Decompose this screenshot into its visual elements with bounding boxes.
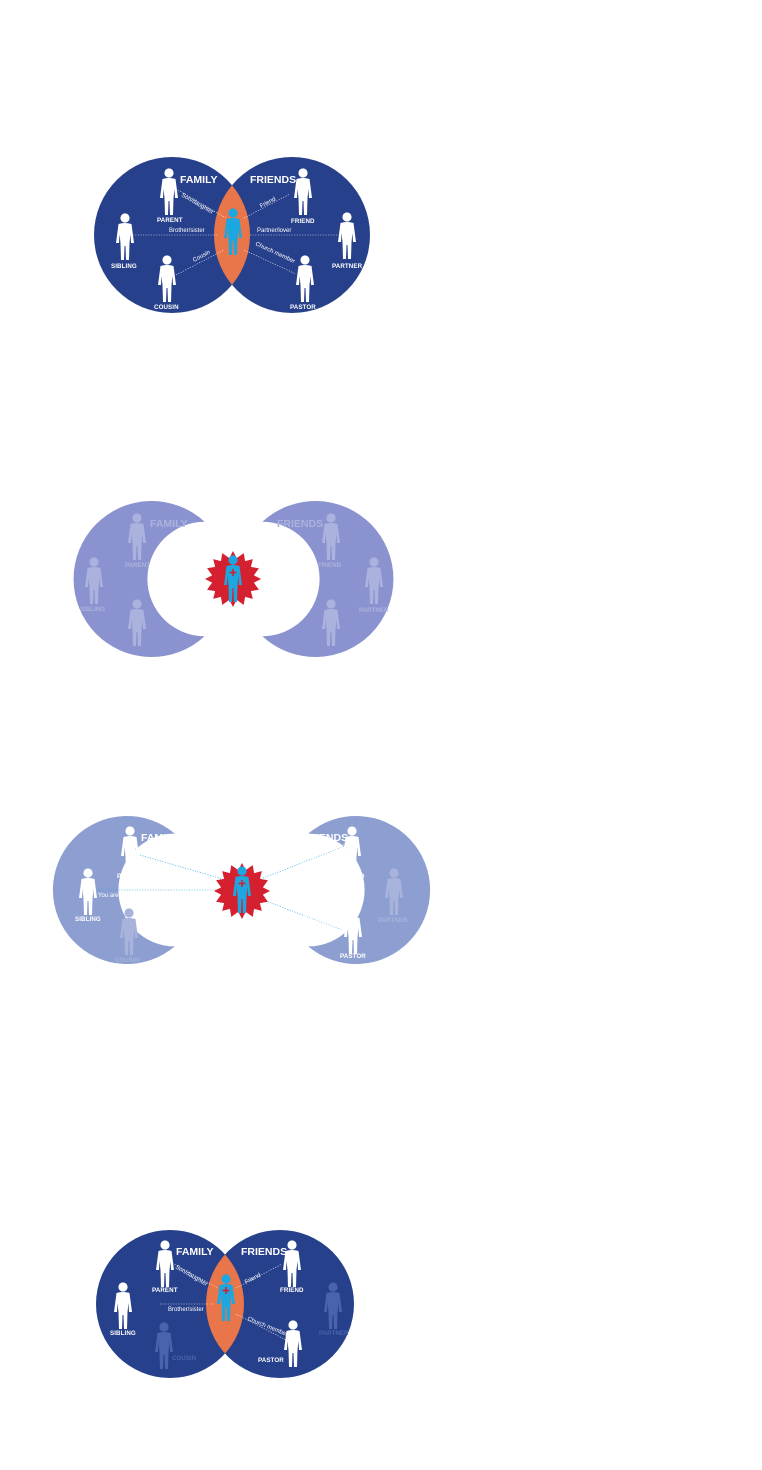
family-title: FAMILY [180, 174, 218, 186]
friends-crescent [262, 500, 394, 657]
partner-label: PARTNER [332, 263, 363, 270]
parent-label: PARENT [117, 873, 143, 880]
parent-label: PARENT [125, 562, 150, 569]
partner-label: PARTNER [359, 607, 389, 614]
family-title: FAMILY [176, 1246, 214, 1258]
parent-label: PARENT [152, 1287, 178, 1294]
pastor-label: PASTOR [340, 953, 366, 960]
red-cross-icon [222, 1287, 230, 1294]
sibling-label: SIBLING [75, 916, 101, 923]
friend-label: FRIEND [318, 562, 342, 569]
cousin-label: COUSIN [154, 304, 179, 311]
pastor-label: PASTOR [290, 304, 316, 311]
friends-title: FRIENDS [302, 832, 348, 844]
red-cross-icon [238, 880, 246, 887]
friend-label: FRIEND [341, 873, 365, 880]
rel-brother-sister: Brother/sister [168, 1307, 204, 1313]
friend-label: FRIEND [280, 1287, 304, 1294]
friends-title: FRIENDS [277, 518, 323, 530]
friends-title: FRIENDS [250, 174, 296, 186]
diagram-4: COUSIN PARTNER FAMILY FRIENDS PARENT SIB… [96, 1230, 354, 1378]
friend-label: FRIEND [291, 218, 315, 225]
cousin-label: COUSIN [115, 957, 140, 964]
cousin-label: COUSIN [172, 1355, 197, 1362]
red-cross-icon [229, 569, 237, 576]
family-crescent [73, 500, 205, 657]
parent-label: PARENT [157, 217, 183, 224]
friends-title: FRIENDS [241, 1246, 287, 1258]
rel-partner-lover: Partner/lover [257, 228, 291, 234]
rel-still-friend: You are still my Friend [299, 840, 356, 868]
partner-label: PARTNER [319, 1330, 349, 1337]
friends-crescent [308, 816, 431, 964]
diagram-1: FAMILY FRIENDS PARENT SIBLING COUSIN FRI… [94, 157, 370, 313]
sibling-label: SIBLING [80, 606, 105, 613]
diagram-3: COUSIN PARTNER FAMILY FRIENDS PARENT SIB… [52, 816, 431, 964]
family-title: FAMILY [141, 832, 179, 844]
friends-circle [206, 1230, 354, 1378]
partner-label: PARTNER [378, 917, 408, 924]
rel-church-member: Church member [301, 911, 343, 933]
sibling-label: SIBLING [111, 263, 137, 270]
rel-still-parent: You are still my... [139, 848, 185, 862]
family-title: FAMILY [150, 518, 188, 530]
diagram-2: FAMILY FRIENDS PARENT SIBLING FRIEND PAR… [73, 500, 394, 657]
family-circle [96, 1230, 244, 1378]
rel-brother-sister: Brother/sister [169, 228, 205, 234]
sibling-label: SIBLING [110, 1330, 136, 1337]
pastor-label: PASTOR [258, 1357, 284, 1364]
rel-still-brother-sister: You are still my Brother/sister [98, 893, 176, 899]
